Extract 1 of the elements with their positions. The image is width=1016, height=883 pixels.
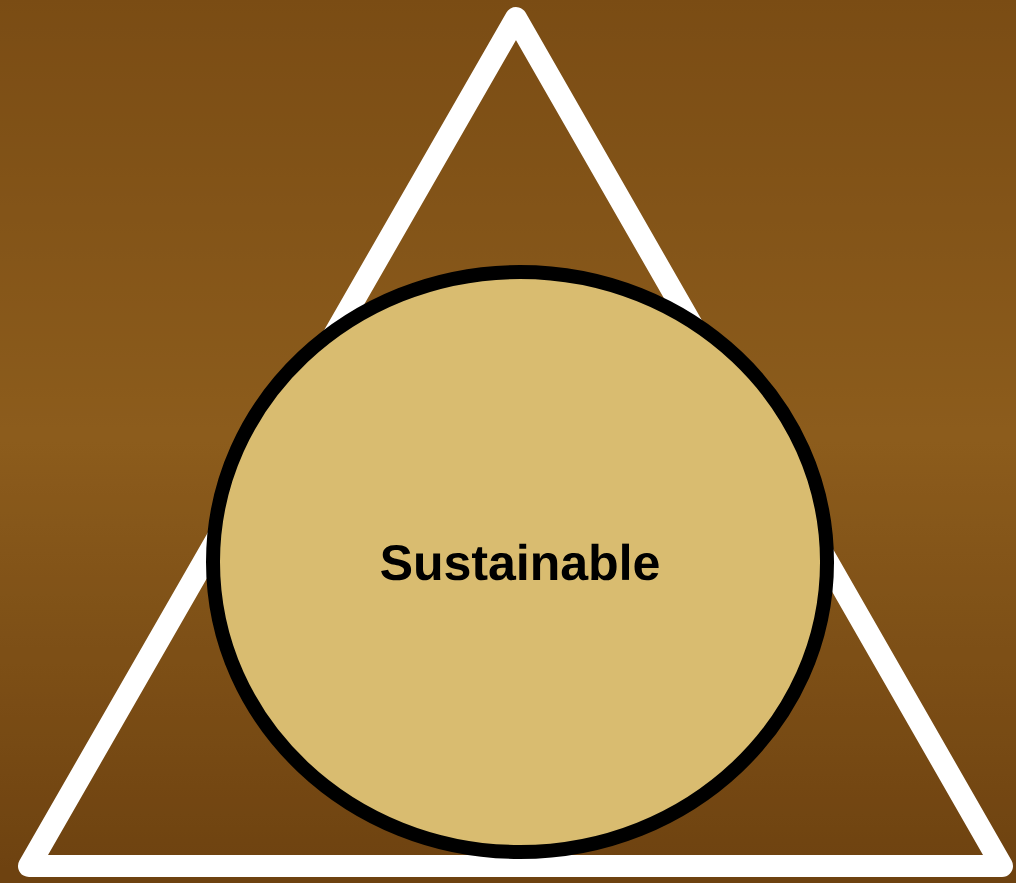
- circle-node: Sustainable: [206, 265, 834, 859]
